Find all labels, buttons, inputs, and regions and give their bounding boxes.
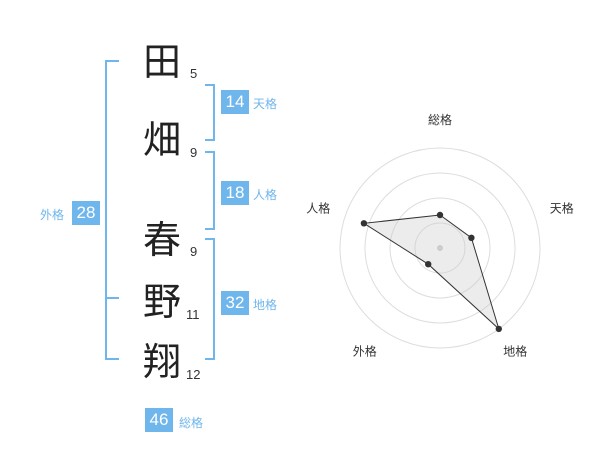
- chikaku-bracket-top: [205, 238, 215, 240]
- radar-axis-label-5: 人格: [306, 200, 330, 215]
- gaikaku-bracket-mid: [105, 297, 119, 299]
- jinkaku-badge: 18: [221, 181, 249, 205]
- stroke-count-3: 9: [190, 244, 198, 259]
- stroke-count-2: 9: [190, 145, 198, 160]
- chikaku-bracket-vertical: [213, 238, 215, 360]
- tenkaku-label: 天格: [253, 97, 278, 111]
- radar-point-2: [468, 234, 475, 241]
- jinkaku-bracket-top: [205, 151, 215, 153]
- radar-point-5: [360, 220, 368, 227]
- radar-ring-4: [339, 147, 541, 349]
- chikaku-badge: 32: [221, 291, 249, 315]
- stroke-count-1: 5: [190, 66, 198, 81]
- tenkaku-bracket-top: [205, 84, 215, 86]
- radar-ring-1: [414, 222, 466, 274]
- jinkaku-bracket-bottom: [205, 228, 215, 230]
- tenkaku-badge: 14: [221, 90, 249, 114]
- chikaku-label: 地格: [253, 298, 278, 312]
- radar-point-3: [495, 325, 502, 333]
- radar-axis-label-1: 総格: [428, 112, 452, 127]
- gaikaku-label: 外格: [40, 208, 65, 222]
- radar-point-4: [425, 261, 432, 268]
- radar-center: [437, 245, 443, 251]
- name-char-1: 田: [142, 40, 181, 84]
- chikaku-bracket-bottom: [205, 358, 215, 360]
- stroke-count-4: 11: [186, 307, 200, 322]
- name-char-3: 春: [142, 218, 181, 262]
- radar-point-1: [436, 211, 444, 219]
- gaikaku-bracket-top: [105, 60, 119, 62]
- radar-ring-2: [389, 197, 491, 299]
- radar-ring-3: [364, 172, 516, 324]
- radar-axis-label-2: 天格: [550, 200, 574, 215]
- radar-polygon: [362, 214, 500, 331]
- gaikaku-badge: 28: [72, 201, 100, 225]
- gaikaku-bracket-bottom: [105, 358, 119, 360]
- soukaku-badge: 46: [145, 408, 173, 432]
- tenkaku-bracket-vertical: [213, 84, 215, 141]
- radar-axis-label-4: 外格: [353, 344, 377, 359]
- tenkaku-bracket-bottom: [205, 139, 215, 141]
- jinkaku-bracket-vertical: [213, 151, 215, 230]
- name-char-4: 野: [142, 280, 181, 324]
- gaikaku-bracket-vertical: [105, 60, 107, 360]
- name-char-5: 翔: [142, 340, 181, 384]
- radar-axis-label-3: 地格: [503, 344, 527, 359]
- soukaku-label: 総格: [179, 416, 204, 430]
- stroke-count-5: 12: [186, 367, 201, 382]
- jinkaku-label: 人格: [253, 188, 278, 202]
- name-char-2: 畑: [142, 118, 181, 162]
